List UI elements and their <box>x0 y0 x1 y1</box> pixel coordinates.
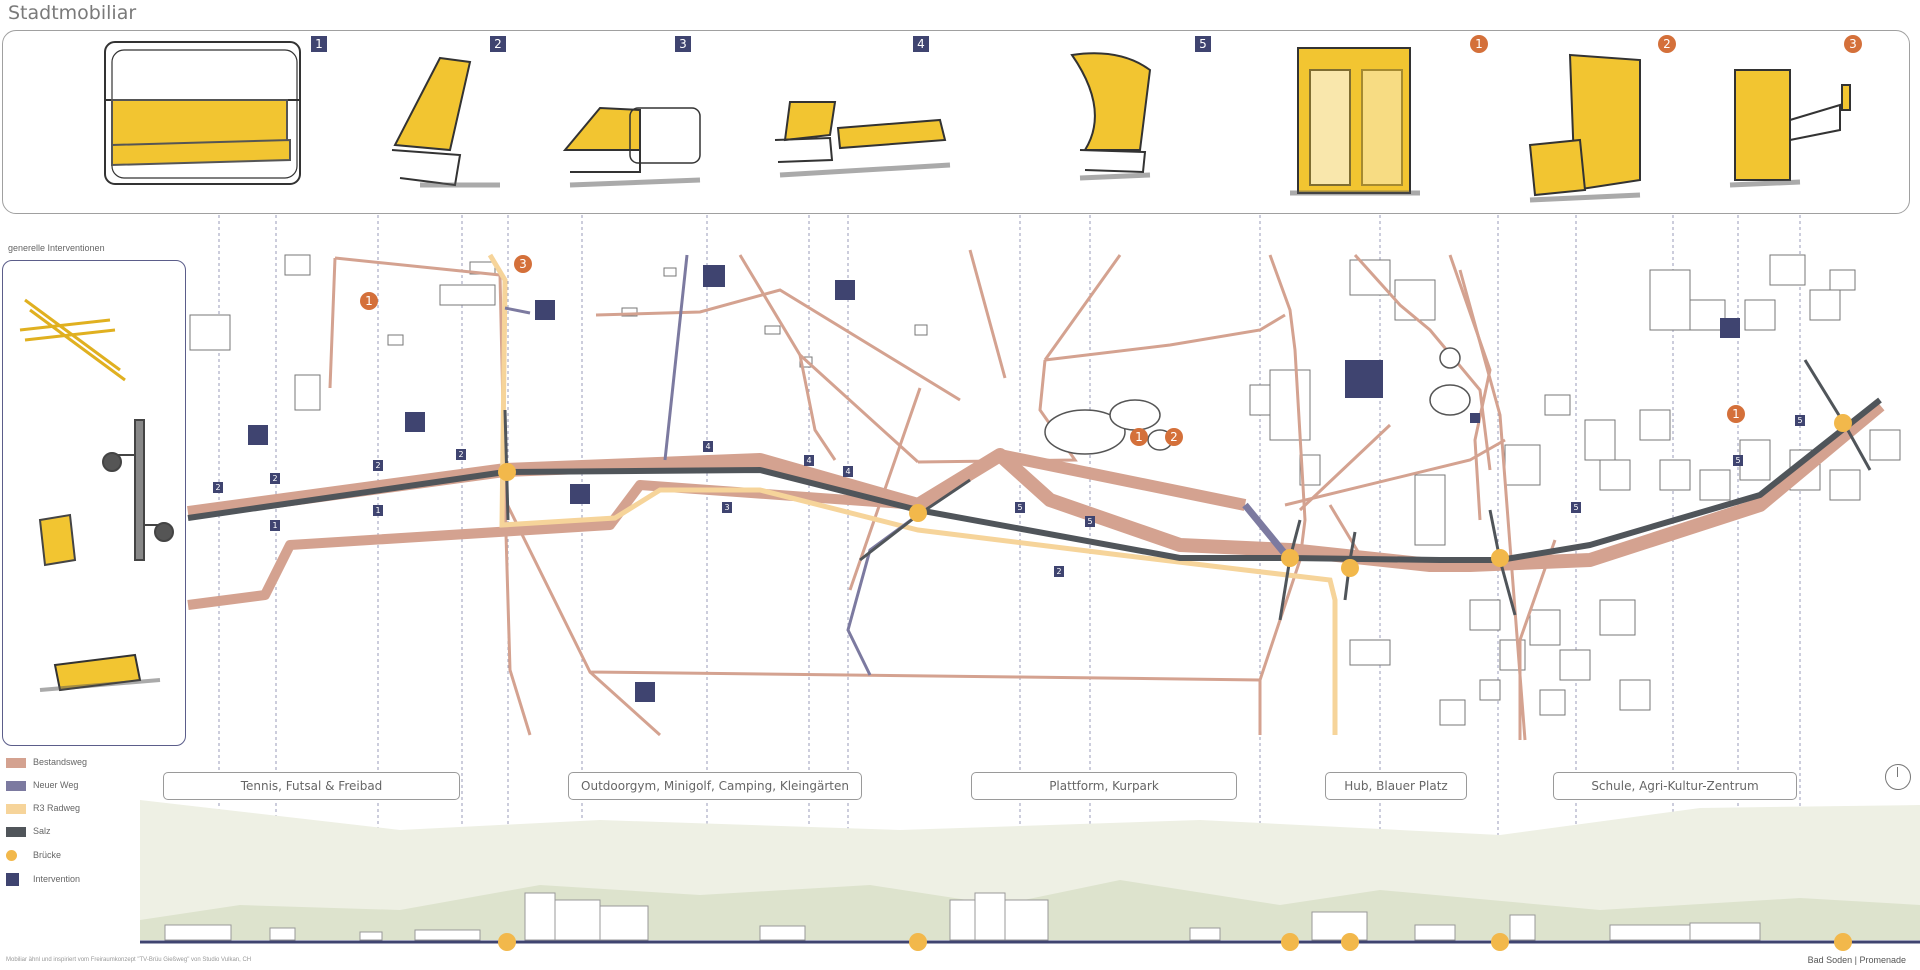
furniture-sketch-1 <box>104 41 301 185</box>
map-badge: 5 <box>1733 455 1743 466</box>
map-badge: 4 <box>843 466 853 477</box>
footer-credit: Mobiliar ähnl und inspiriert vom Freirau… <box>6 957 252 963</box>
tactile-paving-sketch <box>19 298 126 382</box>
legend-label: Salz <box>33 826 51 836</box>
legend-label: R3 Radweg <box>33 803 81 813</box>
bridge-markers <box>498 414 1852 577</box>
furniture-badge-1: 1 <box>311 36 327 52</box>
map-badge: 1 <box>270 520 280 531</box>
map-badge: 4 <box>804 455 814 466</box>
map-badge: 5 <box>1571 502 1581 513</box>
furniture-badge-4: 4 <box>913 36 929 52</box>
legend-swatch <box>6 803 26 814</box>
zone-label-schule: Schule, Agri-Kultur-Zentrum <box>1553 772 1797 800</box>
street-lamp-sketch <box>38 419 174 567</box>
furniture-sketch-4 <box>774 101 951 178</box>
map-circle-badge: 1 <box>360 292 378 310</box>
map-badge: 2 <box>270 473 280 484</box>
legend-item-neuer-weg: Neuer Weg <box>6 778 78 792</box>
legend-swatch <box>6 757 26 768</box>
existing-walkway-main <box>187 399 1885 572</box>
furniture-badge-o3: 3 <box>1844 35 1862 53</box>
existing-paths-thin <box>328 249 1557 741</box>
furniture-sketch-o1 <box>1290 47 1420 196</box>
furniture-sketch-5 <box>1070 52 1152 181</box>
legend-item-salz: Salz <box>6 824 51 838</box>
zone-label-plattform: Plattform, Kurpark <box>971 772 1237 800</box>
map-circle-badge: 1 <box>1130 428 1148 446</box>
section-buildings <box>164 892 1761 941</box>
legend-label: Neuer Weg <box>33 780 79 790</box>
furniture-badge-5: 5 <box>1195 36 1211 52</box>
legend-item-radweg: R3 Radweg <box>6 801 80 815</box>
legend-item-bestandsweg: Bestandsweg <box>6 755 87 769</box>
intervention-markers <box>248 265 1740 702</box>
map-circle-badge: 3 <box>514 255 532 273</box>
map-badge: 2 <box>373 460 383 471</box>
north-arrow-icon <box>1885 764 1911 790</box>
furniture-badge-2: 2 <box>490 36 506 52</box>
page-title: Stadtmobiliar <box>8 2 137 24</box>
furniture-badge-o1: 1 <box>1470 35 1488 53</box>
bench-sketch <box>39 653 161 692</box>
pond-features <box>1044 347 1471 455</box>
furniture-sketch-3 <box>562 106 701 188</box>
legend-item-intervention: Intervention <box>6 872 81 887</box>
furniture-badge-o2: 2 <box>1658 35 1676 53</box>
section-bridge-markers <box>498 933 1852 951</box>
furniture-sketch-o3 <box>1729 69 1851 188</box>
zone-label-hub: Hub, Blauer Platz <box>1325 772 1467 800</box>
map-badge: 2 <box>456 449 466 460</box>
legend-swatch <box>6 873 19 887</box>
furniture-badge-3: 3 <box>675 36 691 52</box>
map-badge: 5 <box>1015 502 1025 513</box>
map-circle-badge: 1 <box>1727 405 1745 423</box>
map-badge: 2 <box>1054 566 1064 577</box>
furniture-sketch-o2 <box>1528 53 1641 203</box>
footer-title: Bad Soden | Promenade <box>1807 955 1906 965</box>
map-badge: 5 <box>1085 516 1095 527</box>
map-badge: 5 <box>1795 415 1805 426</box>
map-badge: 2 <box>213 482 223 493</box>
legend-swatch <box>6 826 26 837</box>
furniture-sketches <box>104 41 1851 203</box>
zone-label-tennis: Tennis, Futsal & Freibad <box>163 772 460 800</box>
legend-label: Brücke <box>33 850 62 860</box>
legend-item-bruecke: Brücke <box>6 848 61 862</box>
legend-label: Bestandsweg <box>33 757 88 767</box>
existing-walkway-plaza <box>998 449 1247 511</box>
furniture-sketch-2 <box>391 56 500 188</box>
map-badge: 3 <box>722 502 732 513</box>
bike-route-r3 <box>487 253 1338 735</box>
legend-swatch <box>6 780 26 791</box>
map-badge: 1 <box>373 505 383 516</box>
zone-label-outdoorgym: Outdoorgym, Minigolf, Camping, Kleingärt… <box>568 772 862 800</box>
map-badge: 4 <box>703 441 713 452</box>
legend-label: Intervention <box>33 874 81 884</box>
map-circle-badge: 2 <box>1165 428 1183 446</box>
legend-swatch <box>6 850 17 862</box>
general-interventions-label: generelle Interventionen <box>8 243 105 253</box>
general-interventions-sketches <box>19 298 174 692</box>
